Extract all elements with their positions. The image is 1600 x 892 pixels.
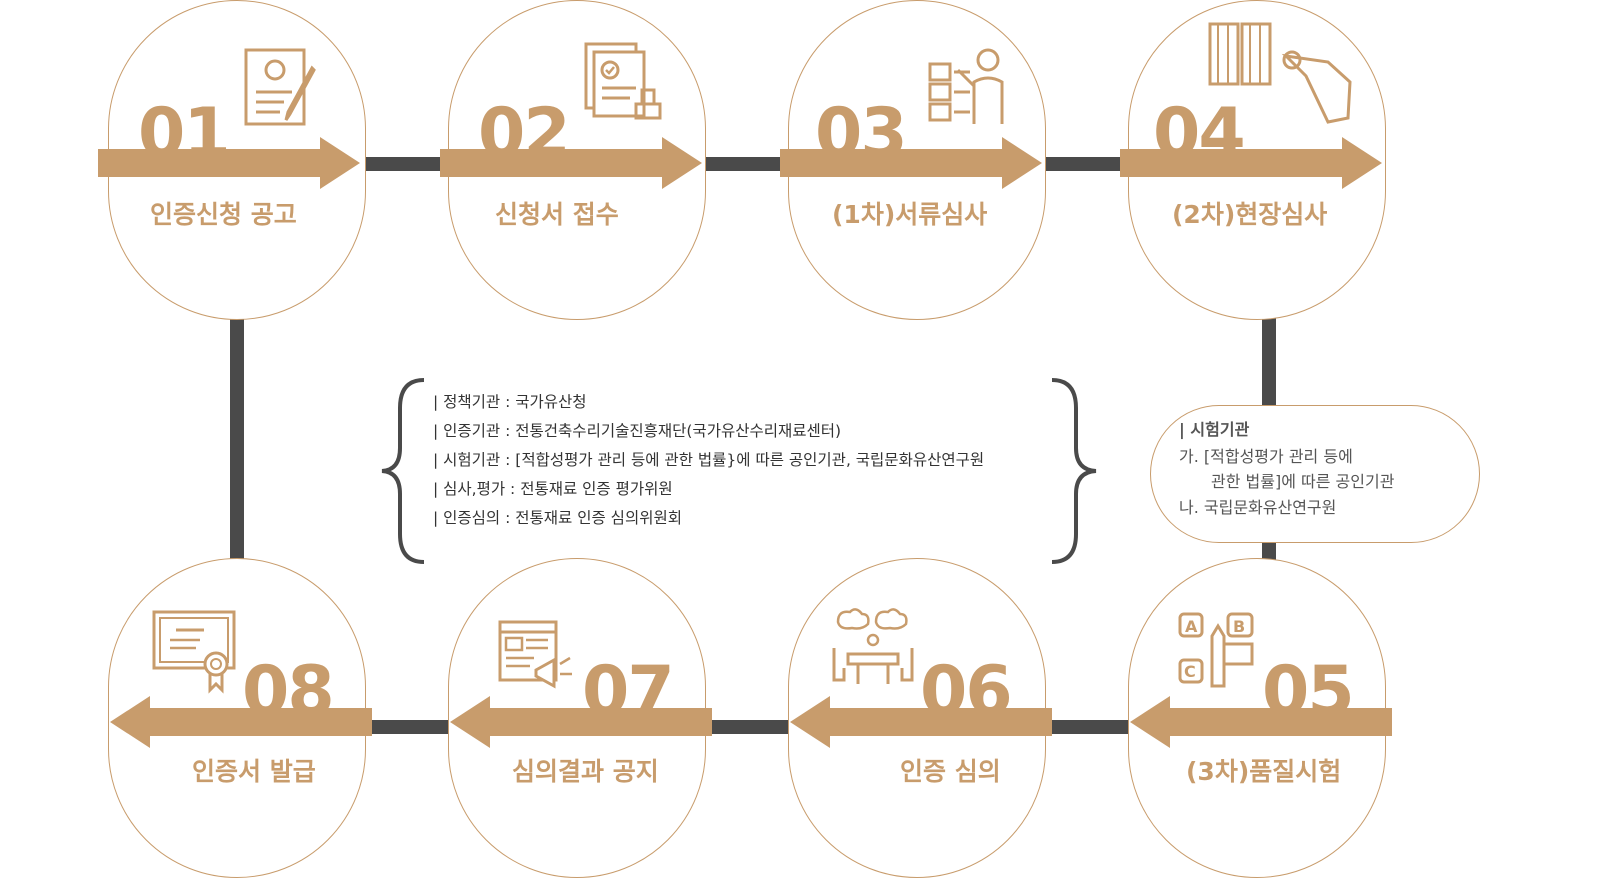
step-label: 신청서 접수	[495, 200, 619, 229]
connector-05-06	[1040, 720, 1140, 734]
left-brace	[381, 378, 425, 564]
materials-brush-icon	[1208, 22, 1352, 124]
certificate-icon	[152, 610, 236, 694]
announcement-icon	[498, 620, 572, 689]
test-agency-line1: 가. [적합성평가 관리 등에	[1179, 447, 1353, 466]
test-agency-line2: 관한 법률]에 따른 공인기관	[1211, 472, 1395, 491]
abc-test-icon: A B C	[1178, 612, 1254, 688]
step-label: (1차)서류심사	[832, 200, 988, 229]
svg-text:C: C	[1184, 662, 1196, 681]
agency-info: | 정책기관 : 국가유산청 | 인증기관 : 전통건축수리기술진흥재단(국가유…	[378, 378, 1128, 564]
right-arrow-icon	[440, 137, 702, 189]
step-label: (3차)품질시험	[1186, 757, 1342, 786]
info-test-agency: | 시험기관 : [적합성평가 관리 등에 관한 법률}에 따른 공인기관, 국…	[433, 451, 985, 469]
test-agency-title: | 시험기관	[1179, 420, 1250, 439]
info-deliberation: | 인증심의 : 전통재료 인증 심의위원회	[433, 509, 682, 527]
step-label: (2차)현장심사	[1172, 200, 1328, 229]
documents-stamp-icon	[584, 42, 662, 120]
info-policy-agency: | 정책기관 : 국가유산청	[433, 393, 587, 411]
presenter-board-icon	[928, 48, 1004, 124]
left-arrow-icon	[790, 696, 1052, 748]
svg-text:A: A	[1185, 617, 1198, 636]
right-brace	[1051, 378, 1097, 564]
left-arrow-icon	[110, 696, 372, 748]
step-label: 심의결과 공지	[512, 757, 659, 786]
document-pen-icon	[244, 48, 316, 126]
step-label: 인증서 발급	[192, 757, 316, 786]
connector-02-03	[695, 157, 790, 171]
connector-06-07	[700, 720, 800, 734]
svg-text:B: B	[1233, 617, 1245, 636]
info-certification-agency: | 인증기관 : 전통건축수리기술진흥재단(국가유산수리재료센터)	[433, 422, 842, 440]
left-arrow-icon	[450, 696, 712, 748]
connector-01-02	[355, 157, 450, 171]
step-label: 인증신청 공고	[150, 200, 297, 229]
test-agency-box: | 시험기관 가. [적합성평가 관리 등에 관한 법률]에 따른 공인기관 나…	[1150, 405, 1480, 543]
connector-07-08	[360, 720, 460, 734]
right-arrow-icon	[1120, 137, 1382, 189]
right-arrow-icon	[780, 137, 1042, 189]
meeting-table-icon	[832, 608, 914, 684]
test-agency-line3: 나. 국립문화유산연구원	[1179, 498, 1337, 517]
right-arrow-icon	[98, 137, 360, 189]
connector-01-08	[230, 312, 244, 562]
step-label: 인증 심의	[900, 757, 1001, 786]
info-evaluation: | 심사,평가 : 전통재료 인증 평가위원	[433, 480, 673, 498]
connector-03-04	[1035, 157, 1130, 171]
left-arrow-icon	[1130, 696, 1392, 748]
